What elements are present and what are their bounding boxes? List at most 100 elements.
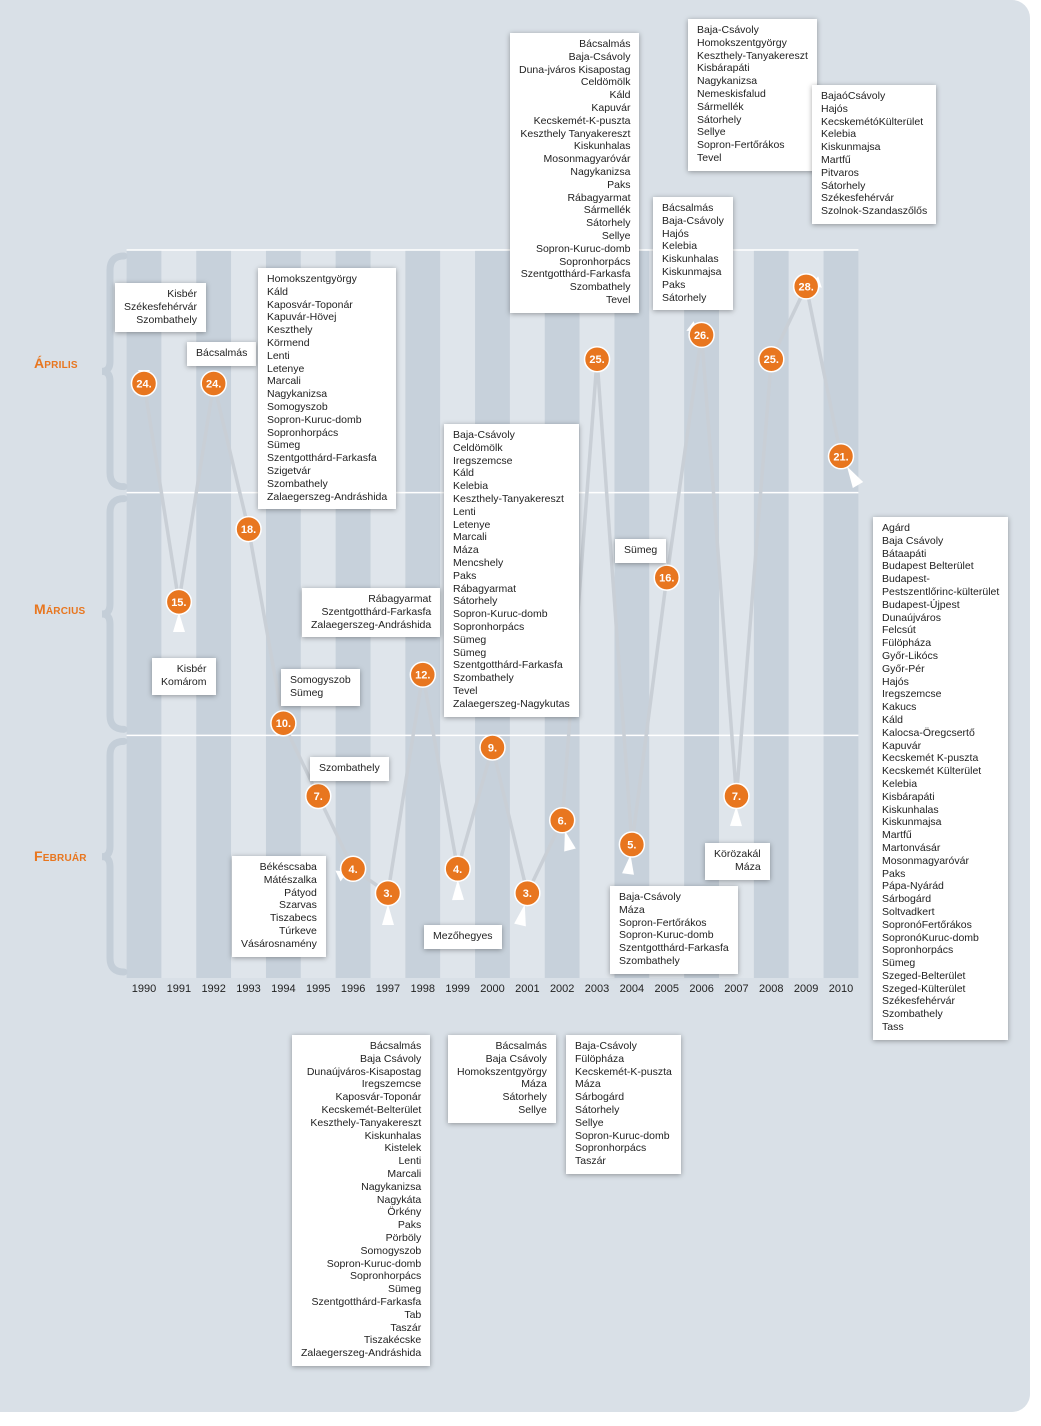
year-column — [823, 250, 859, 978]
data-label: 16. — [659, 573, 674, 585]
data-point — [758, 345, 785, 373]
data-point — [479, 734, 506, 761]
data-label: 10. — [276, 718, 291, 730]
site-name: Sátorhely — [697, 113, 742, 126]
site-name: Sátorhely — [575, 1103, 620, 1116]
site-name: SopronóKuruc-domb — [882, 931, 979, 944]
site-name: Túrkeve — [278, 924, 317, 937]
site-name: Kaposvár-Toponár — [267, 298, 353, 311]
site-name: Komárom — [161, 675, 207, 688]
site-name: Baja-Csávoly — [697, 24, 759, 36]
site-name: Nagykanizsa — [267, 388, 328, 401]
site-name: Mosonmagyaróvár — [543, 153, 631, 166]
site-name: Bácsalmás — [196, 347, 248, 359]
site-name: Sátorhely — [586, 217, 631, 230]
site-name: Káld — [609, 89, 631, 102]
data-point — [130, 370, 158, 397]
month-label-0: Február — [34, 848, 87, 864]
site-name: Szombathely — [619, 954, 680, 967]
site-name: Szentgotthárd-Farkasfa — [453, 659, 563, 672]
site-name: Rábagyarmat — [567, 191, 631, 204]
site-name: Iregszemcse — [361, 1078, 422, 1091]
site-name: Szombathely — [453, 672, 514, 685]
data-label: 3. — [523, 888, 532, 900]
site-list-callout-1992: Bácsalmás — [187, 342, 257, 366]
site-name: Sümeg — [453, 633, 487, 646]
site-name: Dunaújváros-Kisapostag — [306, 1065, 422, 1078]
site-name: Kelebia — [453, 480, 489, 493]
callout-pointer — [452, 879, 464, 901]
site-name: Máza — [619, 903, 645, 916]
data-label: 28. — [799, 281, 814, 293]
site-name: Szombathely — [319, 762, 380, 774]
site-name: Sátorhely — [662, 291, 707, 304]
site-name: Zalaegerszeg-Andráshida — [301, 1347, 422, 1360]
x-tick-label: 1997 — [375, 983, 401, 995]
site-name: Martonvásár — [882, 841, 941, 854]
site-name: Sümeg — [387, 1283, 422, 1296]
data-point — [374, 879, 402, 907]
site-name: Pestszentlőrinc-külterület — [882, 585, 1000, 598]
site-name: Baja Csávoly — [882, 534, 944, 547]
site-name: Sümeg — [624, 544, 658, 556]
callout-pointer — [564, 830, 576, 852]
month-label-1: Március — [34, 601, 86, 617]
data-label: 12. — [415, 670, 430, 682]
site-name: Paks — [453, 569, 477, 582]
data-point — [444, 855, 471, 883]
site-name: Kisbárapáti — [697, 62, 750, 75]
site-name: Örkény — [387, 1206, 422, 1219]
site-name: Letenye — [453, 518, 491, 531]
site-name: Szentgotthárd-Farkasfa — [267, 452, 377, 465]
year-column — [649, 250, 685, 978]
site-name: Sellye — [697, 126, 726, 139]
x-tick-label: 1994 — [271, 983, 296, 995]
data-point — [688, 321, 715, 349]
site-name: Baja-Csávoly — [453, 429, 515, 441]
site-name: Tab — [404, 1308, 422, 1321]
data-label: 6. — [558, 815, 567, 827]
site-name: Marcali — [387, 1167, 422, 1180]
site-name: Kapuvár — [882, 739, 922, 752]
data-label: 15. — [171, 597, 186, 609]
site-name: Bácsalmás — [579, 38, 631, 50]
site-name: Mátészalka — [263, 873, 317, 886]
site-name: Bácsalmás — [369, 1040, 422, 1052]
site-name: Somogyszob — [290, 674, 351, 686]
site-name: Bácsalmás — [662, 202, 714, 214]
site-name: Tiszakécske — [363, 1334, 422, 1347]
site-name: Tevel — [697, 151, 722, 164]
site-name: Iregszemcse — [453, 454, 513, 467]
site-name: Békéscsaba — [259, 861, 317, 873]
site-name: Győr-Pér — [882, 662, 925, 675]
site-name: Szolnok-Szandaszőlős — [821, 205, 928, 218]
site-name: BajaóCsávoly — [821, 90, 886, 102]
site-name: Marcali — [267, 375, 301, 388]
data-point — [514, 879, 541, 907]
site-name: Kiskunhalas — [882, 803, 939, 816]
site-name: Bácsalmás — [495, 1040, 547, 1052]
site-name: Kelebia — [882, 777, 918, 790]
site-list-callout-1995: Szombathely — [310, 757, 389, 781]
callout-pointer — [514, 904, 526, 927]
site-name: Budapest- — [882, 573, 930, 586]
site-name: Sellye — [518, 1103, 547, 1116]
site-name: Sümeg — [453, 646, 487, 659]
site-name: Kiskunmajsa — [821, 141, 881, 154]
x-tick-label: 1996 — [340, 983, 366, 995]
site-name: Kaposvár-Toponár — [335, 1091, 422, 1104]
site-name: Kakucs — [882, 701, 917, 714]
site-name: Paks — [607, 178, 631, 191]
site-name: Kiskunhalas — [573, 140, 631, 153]
site-name: Sopronhorpács — [350, 1270, 422, 1283]
site-name: Pörböly — [385, 1231, 422, 1244]
data-label: 7. — [732, 791, 741, 803]
site-name: Kisbér — [176, 663, 207, 675]
site-name: Sopron-Kuruc-domb — [453, 608, 548, 621]
callout-pointer — [730, 806, 742, 827]
data-point — [653, 564, 680, 591]
